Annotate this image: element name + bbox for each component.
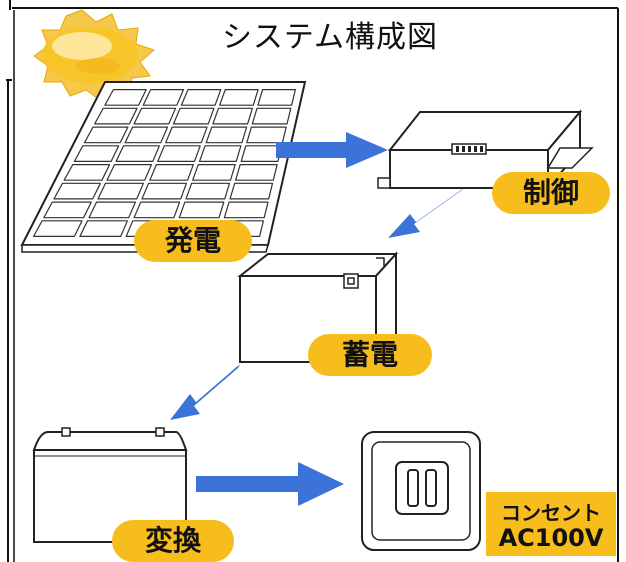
solar-cell [257, 88, 296, 106]
label-control: 制御 [492, 172, 610, 214]
solar-cell [94, 107, 138, 125]
arrow-panel-to-controller [276, 132, 388, 168]
solar-cell [141, 182, 187, 200]
arrow-inverter-to-outlet [196, 462, 344, 506]
solar-cell [180, 88, 222, 106]
solar-cell [185, 182, 231, 200]
solar-cell [178, 201, 225, 219]
solar-cell [106, 164, 152, 181]
solar-cell [223, 201, 269, 219]
solar-cell [192, 164, 236, 181]
solar-cell [73, 145, 120, 162]
outlet-label-voltage: AC100V [498, 524, 604, 552]
solar-cell [165, 126, 208, 144]
solar-cell [172, 107, 215, 125]
solar-cell [240, 145, 283, 162]
solar-cell [229, 182, 274, 200]
solar-cell [142, 88, 185, 106]
solar-cell [235, 164, 278, 181]
solar-cell [149, 164, 194, 181]
solar-cell [115, 145, 160, 162]
solar-cell [212, 107, 253, 125]
solar-cell [157, 145, 201, 162]
solar-cell [63, 164, 111, 181]
solar-cell [88, 201, 136, 219]
solar-cell [198, 145, 242, 162]
controller-icon [377, 109, 594, 191]
label-storage: 蓄電 [308, 334, 432, 376]
solar-cell [124, 126, 169, 144]
solar-cell [97, 182, 144, 200]
sun-icon [33, 9, 155, 101]
solar-cell [79, 220, 129, 237]
solar-cell [251, 107, 292, 125]
page-title: システム構成図 [221, 20, 439, 55]
label-conversion: 変換 [112, 520, 234, 562]
outlet-label: コンセント AC100V [486, 492, 616, 556]
solar-cell [246, 126, 287, 144]
solar-cell [219, 88, 259, 106]
solar-cell [83, 126, 129, 144]
solar-cell [32, 220, 83, 237]
diagram-frame [6, 0, 619, 562]
outlet-icon [361, 431, 481, 551]
arrow-controller-to-battery [388, 188, 464, 238]
solar-cell [43, 201, 92, 219]
solar-cell [104, 88, 147, 106]
outlet-label-type: コンセント [501, 501, 601, 525]
arrow-battery-to-inverter [170, 364, 240, 420]
solar-cell [133, 107, 177, 125]
solar-cell [53, 182, 102, 200]
label-generation: 発電 [134, 220, 252, 262]
solar-cell [205, 126, 248, 144]
solar-cell [133, 201, 181, 219]
